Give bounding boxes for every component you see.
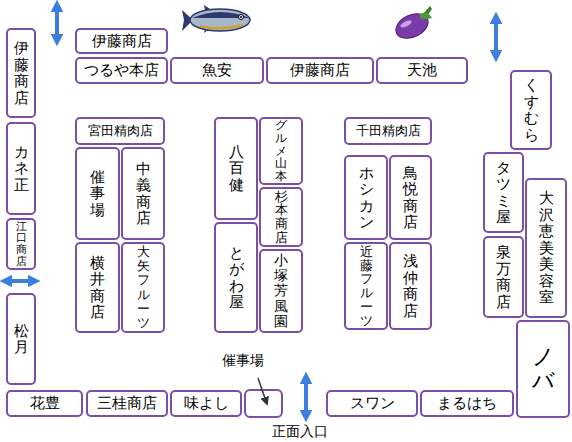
leader-line — [258, 378, 267, 404]
shop-box: 浅仲商店 — [389, 242, 432, 330]
shop-name: グルメ山本 — [275, 119, 287, 182]
shop-name: 小塚芳風園 — [274, 253, 288, 330]
passage-arrow — [304, 378, 308, 416]
passage-arrow — [55, 6, 59, 40]
shop-name: くすむら — [524, 77, 539, 143]
shop-name: 天池 — [407, 61, 437, 80]
shop-box: ノバ — [516, 320, 570, 418]
shop-name: まるはち — [437, 394, 497, 413]
shop-box: カネ正 — [6, 122, 36, 215]
shop-name: タツミ屋 — [496, 160, 511, 226]
shop-box: 催事場 — [75, 147, 120, 240]
shop-box: 小塚芳風園 — [259, 249, 303, 333]
shop-name: 花豊 — [30, 394, 60, 413]
shop-box: ホシカン — [344, 155, 388, 240]
shop-name: 江口商店 — [16, 221, 27, 267]
shop-box: 泉万商店 — [483, 236, 524, 318]
shop-box: 三桂商店 — [86, 390, 168, 417]
shop-box: 江口商店 — [6, 218, 36, 270]
shop-box: 大矢フルーツ — [121, 242, 165, 333]
eggplant-picture — [392, 6, 432, 43]
shop-name: 伊藤商店 — [14, 40, 29, 106]
shop-name: 伊藤商店 — [290, 61, 350, 80]
shop-box: 中義商店 — [121, 147, 165, 240]
shop-box: グルメ山本 — [259, 117, 303, 185]
shop-name: 横井商店 — [90, 255, 105, 321]
shop-box: 味よし — [170, 390, 242, 417]
shop-box: 横井商店 — [75, 242, 120, 333]
shop-box: 大沢恵美美容室 — [525, 178, 567, 318]
shop-box: タツミ屋 — [483, 152, 524, 233]
shop-box: まるはち — [420, 390, 514, 417]
shop-box: くすむら — [510, 70, 552, 150]
shop-box: 鳥悦商店 — [389, 155, 432, 240]
shop-box: 花豊 — [6, 390, 83, 417]
shop-name: つるや本店 — [84, 61, 159, 80]
shop-name: 催事場 — [90, 169, 105, 219]
shop-name: 宮田精肉店 — [88, 122, 153, 140]
shop-box: 魚安 — [170, 57, 264, 84]
shop-box: とがわ屋 — [214, 222, 258, 333]
shop-box: 伊藤商店 — [75, 28, 168, 54]
shop-name: 近藤フルーツ — [360, 245, 373, 328]
shop-name: カネ正 — [14, 144, 29, 194]
shop-name: 伊藤商店 — [92, 32, 152, 51]
passage-arrow — [494, 18, 498, 56]
shop-box: 伊藤商店 — [6, 28, 36, 118]
shop-name: 泉万商店 — [496, 244, 511, 310]
shop-name: ノバ — [532, 345, 554, 393]
shop-box: 千田精肉店 — [344, 117, 432, 145]
shop-name: 鳥悦商店 — [403, 165, 418, 231]
shop-box: 天池 — [376, 57, 468, 84]
shop-name: 大沢恵美美容室 — [539, 190, 554, 306]
shop-box: 伊藤商店 — [266, 57, 374, 84]
shop-name: 魚安 — [202, 61, 232, 80]
shop-box: つるや本店 — [75, 57, 168, 84]
shop-name: ホシカン — [359, 165, 374, 231]
shop-name: 三桂商店 — [97, 394, 157, 413]
shop-name: 杉本商店 — [275, 190, 288, 245]
shop-box: 杉本商店 — [259, 187, 303, 247]
map-label: 正面入口 — [272, 423, 328, 441]
shop-box: 八百健 — [214, 117, 258, 220]
shop-name: 大矢フルーツ — [137, 245, 150, 331]
shop-name: 味よし — [184, 394, 229, 413]
shop-name: 八百健 — [229, 144, 244, 194]
passage-arrow — [6, 279, 34, 283]
tuna-picture — [182, 5, 250, 33]
shop-name: 松月 — [14, 323, 29, 356]
shop-box: スワン — [326, 390, 418, 417]
shop-name: 千田精肉店 — [356, 122, 421, 140]
shop-name: スワン — [350, 394, 395, 413]
map-label: 催事場 — [222, 352, 264, 370]
shop-box: 宮田精肉店 — [75, 117, 165, 145]
shop-name: とがわ屋 — [229, 245, 244, 311]
shop-name: 浅仲商店 — [403, 253, 418, 319]
shop-box: 近藤フルーツ — [344, 242, 388, 330]
shop-name: 中義商店 — [136, 161, 151, 227]
shop-box: 松月 — [6, 293, 36, 385]
